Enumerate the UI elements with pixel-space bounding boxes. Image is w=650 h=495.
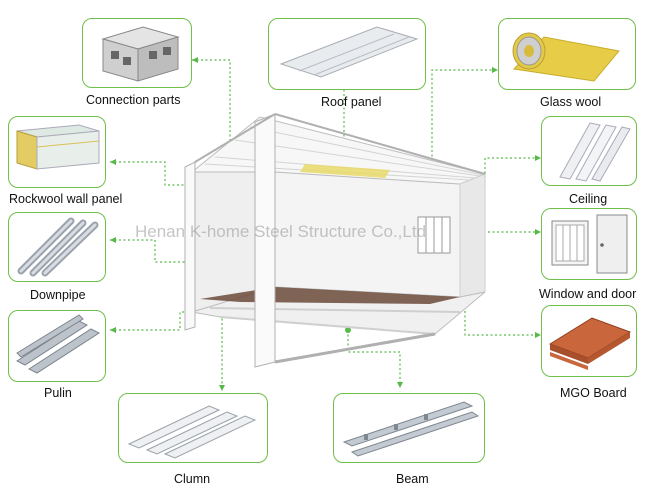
glass-wool-box	[498, 18, 636, 90]
rockwool-wall-panel-box	[8, 116, 106, 188]
window-and-door-box	[541, 208, 637, 280]
glass-wool-label: Glass wool	[540, 95, 602, 109]
ceiling-label: Ceiling	[569, 192, 608, 206]
connection-parts-box	[82, 18, 192, 88]
clumn-box	[118, 393, 268, 463]
clumn-icon	[127, 405, 257, 459]
mgo-board-label: MGO Board	[560, 386, 627, 400]
glass-wool-icon	[512, 32, 620, 82]
roof-panel-box	[268, 18, 426, 90]
clumn-label: Clumn	[174, 472, 211, 486]
window-and-door-label: Window and door	[539, 287, 637, 301]
downpipe-box	[8, 212, 106, 282]
pulin-icon	[15, 314, 101, 374]
connection-corner-icon	[101, 26, 180, 82]
pulin-label: Pulin	[44, 386, 72, 400]
downpipe-label: Downpipe	[30, 288, 86, 302]
rockwool-panel-icon	[16, 124, 100, 170]
watermark: Henan K-home Steel Structure Co.,Ltd	[135, 222, 427, 241]
beam-box	[333, 393, 485, 463]
ceiling-box	[541, 116, 637, 186]
roof-panel-icon	[279, 26, 419, 78]
roof-panel-label: Roof panel	[321, 95, 382, 109]
mgo-board-icon	[548, 317, 632, 370]
beam-label: Beam	[396, 472, 429, 486]
downpipe-icon	[17, 217, 99, 277]
pulin-box	[8, 310, 106, 382]
connection-parts-label: Connection parts	[86, 93, 181, 107]
container-house-illustration	[184, 113, 487, 368]
window-and-door-icon	[551, 214, 628, 274]
ceiling-icon	[559, 122, 631, 182]
mgo-board-box	[541, 305, 637, 377]
beam-icon	[342, 401, 480, 457]
rockwool-wall-panel-label: Rockwool wall panel	[9, 192, 123, 206]
